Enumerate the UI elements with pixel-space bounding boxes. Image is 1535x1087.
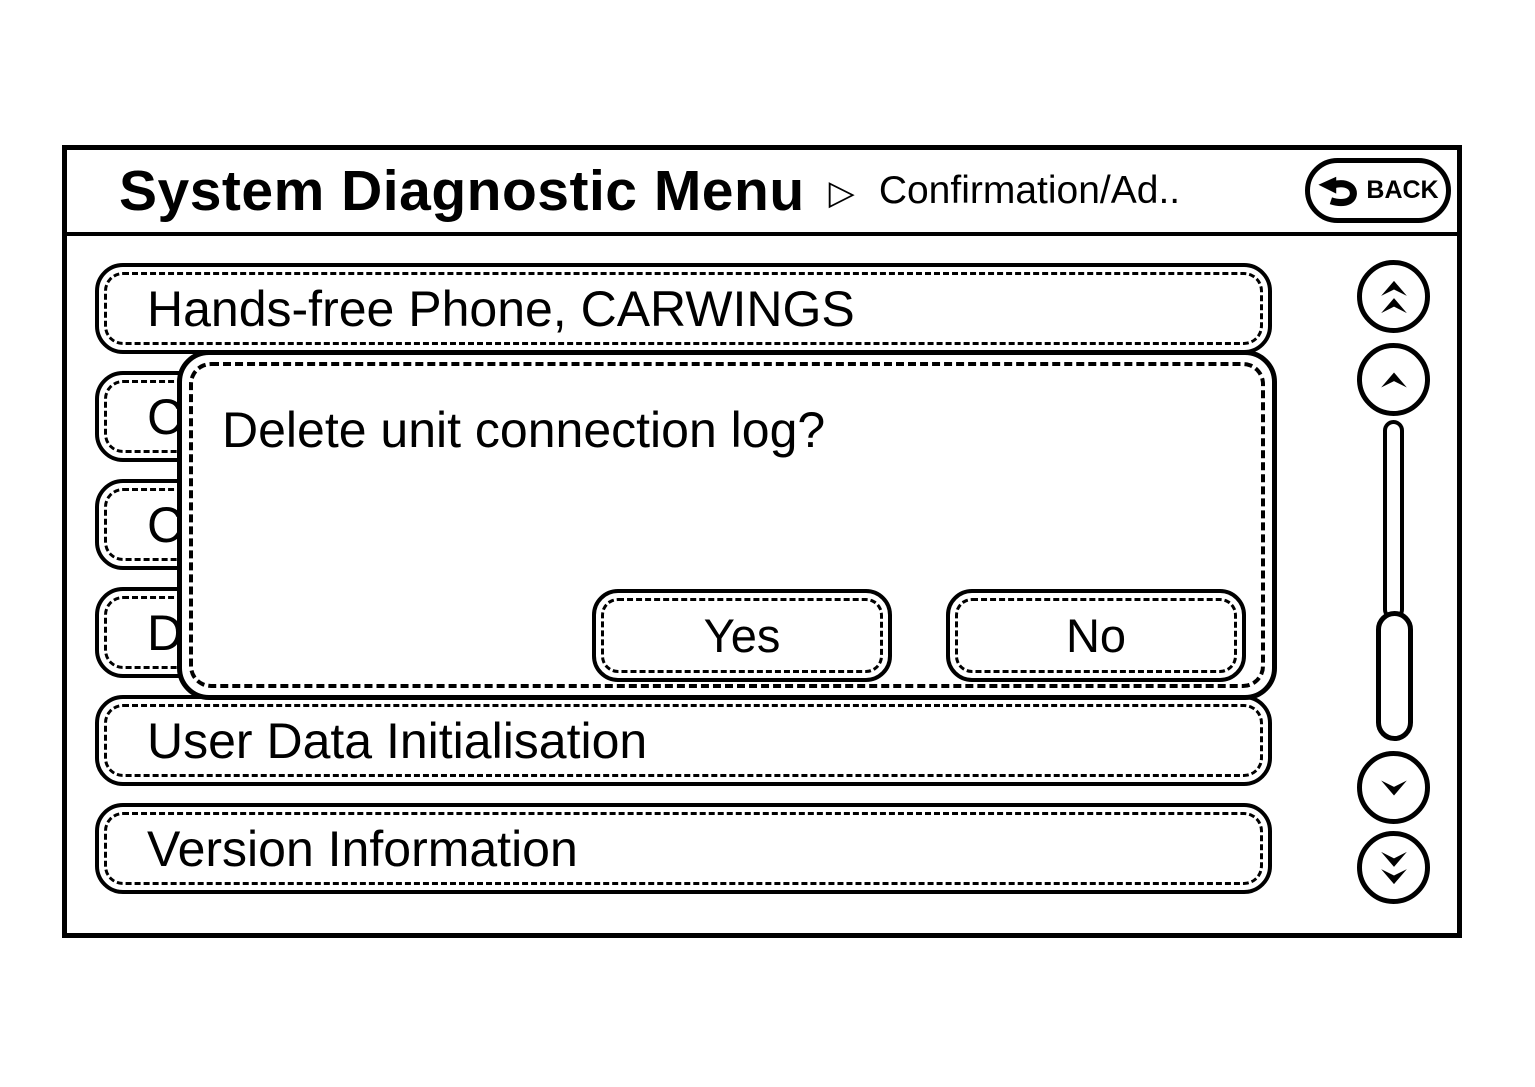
back-button-label: BACK: [1366, 176, 1439, 204]
scrollbar-thumb[interactable]: [1376, 611, 1413, 741]
menu-item-handsfree-carwings[interactable]: Hands-free Phone, CARWINGS: [95, 263, 1272, 354]
menu-item-user-data-initialisation[interactable]: User Data Initialisation: [95, 695, 1272, 786]
scrollbar-track[interactable]: [1383, 420, 1404, 620]
confirmation-dialog-border: [189, 362, 1265, 688]
yes-button[interactable]: Yes: [592, 589, 892, 682]
diagnostic-screen: System Diagnostic Menu ▷ Confirmation/Ad…: [62, 145, 1462, 938]
confirmation-dialog: Delete unit connection log? Yes No: [177, 350, 1277, 700]
back-arrow-icon: [1317, 175, 1359, 207]
header: System Diagnostic Menu ▷ Confirmation/Ad…: [67, 150, 1457, 236]
back-button[interactable]: BACK: [1305, 158, 1451, 223]
chevron-down-icon: [1379, 778, 1409, 798]
no-button-label: No: [955, 598, 1237, 673]
yes-button-label: Yes: [601, 598, 883, 673]
chevron-up-icon: [1379, 370, 1409, 390]
menu-item-inner: Version Information: [104, 812, 1263, 885]
menu-item-label: Version Information: [147, 820, 578, 877]
dialog-message: Delete unit connection log?: [222, 402, 826, 458]
double-chevron-down-icon: [1379, 850, 1409, 886]
menu-item-label: User Data Initialisation: [147, 712, 648, 769]
no-button[interactable]: No: [946, 589, 1246, 682]
breadcrumb-arrow-icon: ▷: [828, 174, 855, 212]
scroll-page-down-button[interactable]: [1357, 831, 1430, 904]
page-title: System Diagnostic Menu: [119, 159, 805, 223]
menu-item-version-information[interactable]: Version Information: [95, 803, 1272, 894]
scroll-up-button[interactable]: [1357, 343, 1430, 416]
scroll-down-button[interactable]: [1357, 751, 1430, 824]
scroll-page-up-button[interactable]: [1357, 260, 1430, 333]
menu-item-label: Hands-free Phone, CARWINGS: [147, 280, 855, 337]
menu-item-inner: Hands-free Phone, CARWINGS: [104, 272, 1263, 345]
menu-item-inner: User Data Initialisation: [104, 704, 1263, 777]
breadcrumb: Confirmation/Ad..: [878, 169, 1181, 212]
double-chevron-up-icon: [1379, 279, 1409, 315]
